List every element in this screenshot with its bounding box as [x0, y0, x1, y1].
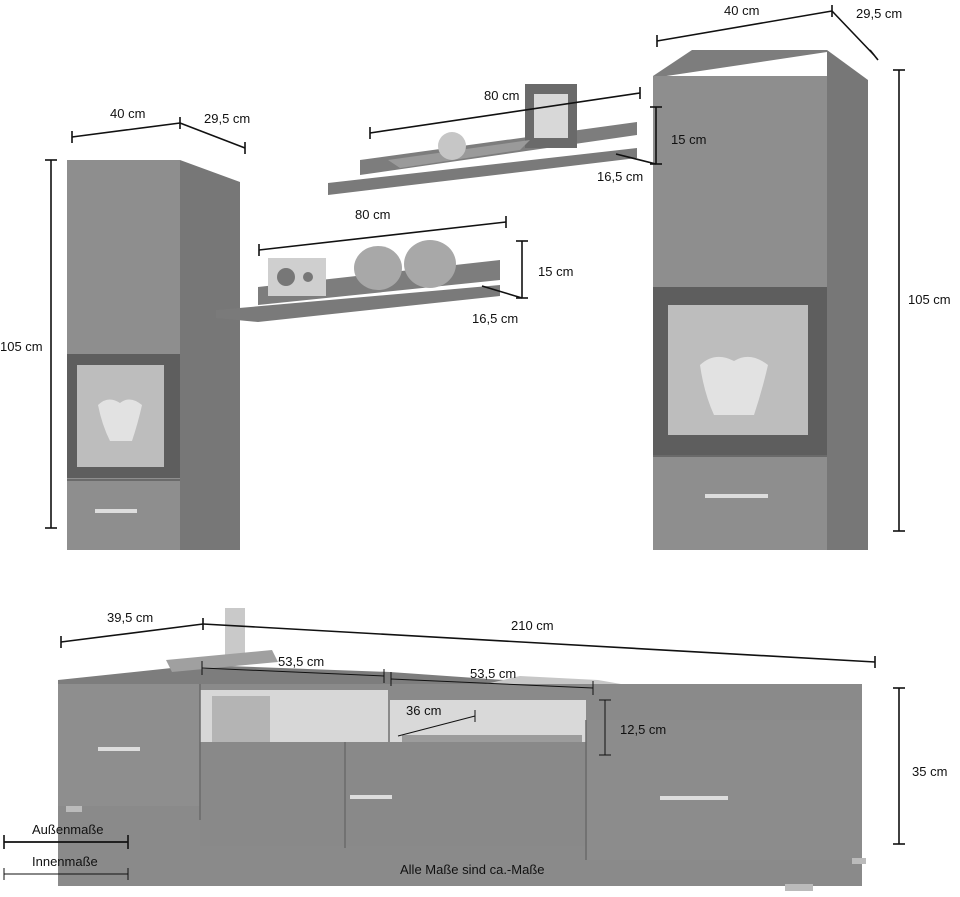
- left-cabinet-width-label: 40 cm: [110, 106, 145, 121]
- picture-frame-inner: [534, 94, 568, 138]
- right-wall-cabinet: [653, 50, 868, 550]
- legend: Außenmaße Innenmaße: [3, 822, 129, 880]
- lower-shelf-height-label: 15 cm: [538, 264, 573, 279]
- legend-outer-label: Außenmaße: [32, 822, 104, 837]
- left-cabinet-side: [180, 160, 240, 550]
- lowboard-right-door: [586, 720, 862, 860]
- lowboard-middle-drawer: [200, 742, 586, 846]
- glass-ball-icon: [438, 132, 466, 160]
- bowl-icon: [354, 246, 402, 290]
- lower-shelf-width-label: 80 cm: [355, 207, 390, 222]
- compartment-right-width-label: 53,5 cm: [470, 666, 516, 681]
- bowl-icon: [404, 240, 456, 288]
- compartment-height-label: 12,5 cm: [620, 722, 666, 737]
- inner-dimension-lines: [201, 661, 611, 756]
- outer-dimension-lines: [45, 5, 905, 845]
- books-in-compartment-icon: [212, 696, 270, 742]
- legend-inner-label: Innenmaße: [32, 854, 98, 869]
- left-wall-cabinet: [67, 160, 240, 550]
- dimension-labels: 40 cm 29,5 cm 105 cm 40 cm 29,5 cm 105 c…: [0, 3, 951, 779]
- right-cabinet-height-label: 105 cm: [908, 292, 951, 307]
- lowboard: [58, 608, 866, 891]
- lower-shelf-board: [216, 285, 500, 322]
- upper-shelf-board: [328, 148, 637, 195]
- right-cabinet-handle: [705, 494, 768, 498]
- upper-shelf-width-label: 80 cm: [484, 88, 519, 103]
- lower-shelf-depth-label: 16,5 cm: [472, 311, 518, 326]
- radio-speaker-icon: [277, 268, 295, 286]
- lower-wall-shelf: [216, 240, 500, 322]
- lowboard-foot: [852, 858, 866, 864]
- lowboard-right-handle: [660, 796, 728, 800]
- upper-wall-shelf: [328, 84, 637, 195]
- telephone-icon: [225, 608, 245, 660]
- radio-icon: [268, 258, 326, 296]
- lowboard-depth-label: 39,5 cm: [107, 610, 153, 625]
- radio-knob-icon: [303, 272, 313, 282]
- left-cabinet-depth-label: 29,5 cm: [204, 111, 250, 126]
- upper-shelf-depth-label: 16,5 cm: [597, 169, 643, 184]
- lowboard-left-handle: [98, 747, 140, 751]
- lowboard-foot: [785, 884, 813, 891]
- lowboard-foot: [66, 806, 82, 812]
- footnote: Alle Maße sind ca.-Maße: [400, 862, 545, 877]
- right-cabinet-width-label: 40 cm: [724, 3, 759, 18]
- right-cabinet-depth-label: 29,5 cm: [856, 6, 902, 21]
- lowboard-middle-handle: [350, 795, 392, 799]
- vase-icon: [98, 399, 142, 441]
- left-cabinet-handle: [95, 509, 137, 513]
- right-cabinet-side: [827, 50, 868, 550]
- lowboard-width-label: 210 cm: [511, 618, 554, 633]
- compartment-left-width-label: 53,5 cm: [278, 654, 324, 669]
- right-cabinet-top: [653, 50, 827, 78]
- vase-icon: [700, 356, 768, 415]
- upper-shelf-height-label: 15 cm: [671, 132, 706, 147]
- lowboard-height-label: 35 cm: [912, 764, 947, 779]
- compartment-depth-label: 36 cm: [406, 703, 441, 718]
- lowboard-left-door: [58, 684, 200, 806]
- books-stack-icon: [166, 650, 278, 672]
- left-cabinet-height-label: 105 cm: [0, 339, 43, 354]
